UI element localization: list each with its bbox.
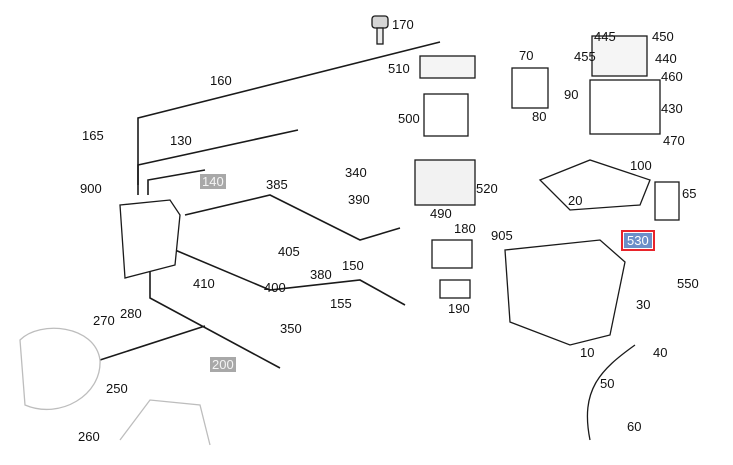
callout-455[interactable]: 455 xyxy=(574,49,596,64)
callout-30[interactable]: 30 xyxy=(636,297,651,312)
callout-470[interactable]: 470 xyxy=(663,133,685,148)
callout-90[interactable]: 90 xyxy=(564,87,579,102)
cable-50-part xyxy=(586,344,636,441)
fuse-holder-510-part xyxy=(419,55,476,79)
callout-280[interactable]: 280 xyxy=(120,306,142,321)
callout-10[interactable]: 10 xyxy=(580,345,595,360)
callout-170[interactable]: 170 xyxy=(392,17,414,32)
leader-130 xyxy=(137,129,299,195)
callout-550[interactable]: 550 xyxy=(677,276,699,291)
callout-460[interactable]: 460 xyxy=(661,69,683,84)
callout-100[interactable]: 100 xyxy=(630,158,652,173)
callout-190[interactable]: 190 xyxy=(448,301,470,316)
leader-150 xyxy=(174,249,406,306)
callout-385[interactable]: 385 xyxy=(266,177,288,192)
battery-500-part xyxy=(423,93,469,137)
callout-140[interactable]: 140 xyxy=(200,174,226,189)
callout-450[interactable]: 450 xyxy=(652,29,674,44)
bolt-170-part xyxy=(371,15,389,45)
callout-165[interactable]: 165 xyxy=(82,128,104,143)
callout-40[interactable]: 40 xyxy=(653,345,668,360)
callout-50[interactable]: 50 xyxy=(600,376,615,391)
callout-445[interactable]: 445 xyxy=(594,29,616,44)
leader-200 xyxy=(99,325,206,361)
callout-250[interactable]: 250 xyxy=(106,381,128,396)
relay-box-490-part xyxy=(414,159,476,206)
callout-410[interactable]: 410 xyxy=(193,276,215,291)
callout-405[interactable]: 405 xyxy=(278,244,300,259)
starter-part xyxy=(119,399,211,446)
callout-20[interactable]: 20 xyxy=(568,193,583,208)
callout-905[interactable]: 905 xyxy=(491,228,513,243)
callout-390[interactable]: 390 xyxy=(348,192,370,207)
callout-340[interactable]: 340 xyxy=(345,165,367,180)
leader-155 xyxy=(149,260,281,369)
callout-270[interactable]: 270 xyxy=(93,313,115,328)
callout-160[interactable]: 160 xyxy=(210,73,232,88)
callout-400[interactable]: 400 xyxy=(264,280,286,295)
fuse-190-part xyxy=(439,279,471,299)
callout-350[interactable]: 350 xyxy=(280,321,302,336)
callout-260[interactable]: 260 xyxy=(78,429,100,444)
bracket-70-part xyxy=(511,67,549,109)
callout-500[interactable]: 500 xyxy=(398,111,420,126)
main-battery-part xyxy=(504,239,626,346)
callout-200[interactable]: 200 xyxy=(210,357,236,372)
callout-155[interactable]: 155 xyxy=(330,296,352,311)
callout-430[interactable]: 430 xyxy=(661,101,683,116)
fuse-180-part xyxy=(431,239,473,269)
battery-tray-100-part xyxy=(538,159,651,211)
callout-180[interactable]: 180 xyxy=(454,221,476,236)
alternator-part xyxy=(19,327,101,410)
leader-385 xyxy=(184,194,401,241)
callout-440[interactable]: 440 xyxy=(655,51,677,66)
callout-510[interactable]: 510 xyxy=(388,61,410,76)
callout-130[interactable]: 130 xyxy=(170,133,192,148)
callout-900[interactable]: 900 xyxy=(80,181,102,196)
leader-140 xyxy=(147,169,206,195)
callout-520[interactable]: 520 xyxy=(476,181,498,196)
callout-380[interactable]: 380 xyxy=(310,267,332,282)
callout-530[interactable]: 530 xyxy=(621,230,655,251)
callout-70[interactable]: 70 xyxy=(519,48,534,63)
plate-65-part xyxy=(654,181,680,221)
ecu-440-part xyxy=(591,35,648,77)
callout-150[interactable]: 150 xyxy=(342,258,364,273)
callout-490[interactable]: 490 xyxy=(430,206,452,221)
callout-80[interactable]: 80 xyxy=(532,109,547,124)
control-unit-900-part xyxy=(119,199,181,279)
ecu-housing-430-part xyxy=(589,79,661,135)
callout-65[interactable]: 65 xyxy=(682,186,697,201)
callout-60[interactable]: 60 xyxy=(627,419,642,434)
leader-160 xyxy=(137,41,441,185)
